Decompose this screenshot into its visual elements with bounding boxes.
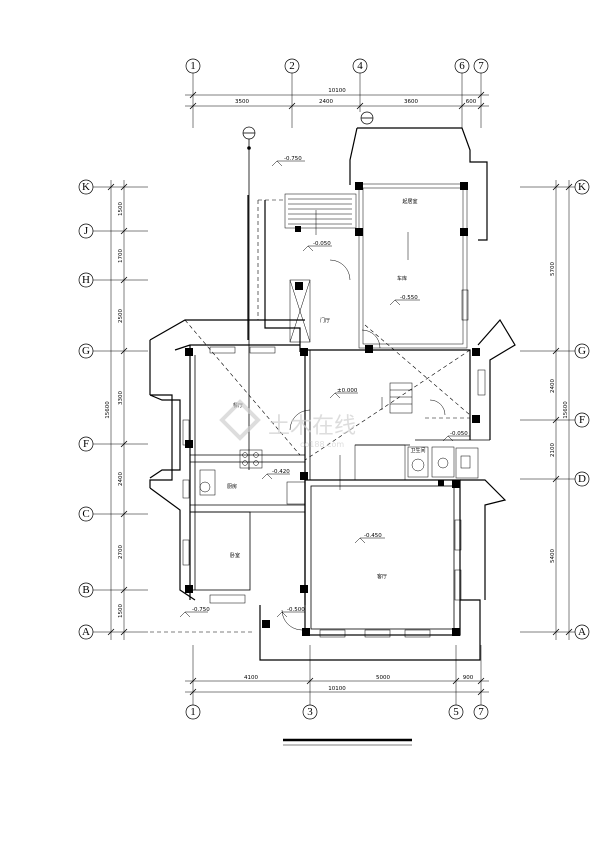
- dim-bottom-seg: 4100: [244, 675, 258, 681]
- section-markers: [242, 111, 374, 470]
- axis-bubble-left: G: [82, 345, 90, 357]
- axis-bubble-left: B: [82, 584, 89, 596]
- axis-bubble-bottom: 5: [453, 706, 459, 718]
- arrow-leaders: [315, 210, 409, 490]
- dim-right-seg: 5700: [550, 262, 556, 276]
- dim-bottom-seg: 900: [463, 675, 474, 681]
- watermark-text: 土木在线: [268, 414, 356, 439]
- axis-bubble-left: A: [82, 626, 90, 638]
- room-label: 车库: [397, 275, 407, 282]
- dim-right-seg: 2100: [550, 443, 556, 457]
- room-label: 厨房: [227, 483, 237, 490]
- dim-left-seg: 2500: [118, 309, 124, 323]
- left-axis-bubbles: K J H G F C B A: [78, 179, 94, 640]
- title-underline: [283, 738, 412, 746]
- right-dimension-line: 5700 2400 2100 5400 15600: [520, 180, 575, 640]
- right-axis-bubbles: K G F D A: [574, 179, 590, 640]
- axis-bubble-top: 2: [289, 60, 295, 72]
- left-dimension-line: 15600 1500 1700 2500 3300 2400 2700 1500: [93, 180, 148, 640]
- room-labels: 餐厅 厨房 客厅 卧室 门厅 车库 卫生间 起居室: [227, 198, 426, 580]
- dim-top-seg: 3500: [235, 99, 249, 105]
- dim-top-seg: 3600: [404, 99, 418, 105]
- dim-left-seg: 1500: [118, 604, 124, 618]
- dim-left-seg: 1500: [118, 202, 124, 216]
- bottom-dimension-line: 4100 5000 900 10100: [185, 645, 489, 705]
- stair-treads: [288, 198, 352, 225]
- axis-bubble-top: 6: [459, 60, 465, 72]
- axis-bubble-top: 7: [478, 60, 484, 72]
- axis-bubble-left: J: [84, 225, 89, 237]
- axis-bubble-bottom: 1: [190, 706, 196, 718]
- axis-bubble-top: 4: [357, 60, 363, 72]
- axis-bubble-left: H: [82, 274, 90, 286]
- overhead-dashed-lines: [150, 199, 471, 633]
- level-label: -0.750: [192, 607, 210, 613]
- axis-bubble-left: F: [83, 438, 89, 450]
- level-markers: -0.750 -0.050 -0.550 ±0.000 -0.050 -0.42…: [179, 156, 470, 618]
- dim-right-seg: 5400: [550, 549, 556, 563]
- room-label: 卧室: [230, 552, 240, 559]
- dim-left-seg: 1700: [118, 249, 124, 263]
- building-walls: [149, 127, 516, 661]
- bottom-axis-bubbles: 1 3 5 7: [185, 704, 489, 720]
- axis-bubble-right: K: [578, 181, 586, 193]
- room-label: 门厅: [320, 317, 330, 324]
- axis-bubble-bottom: 3: [307, 706, 313, 718]
- level-label: -0.550: [400, 295, 418, 301]
- room-label: 卫生间: [410, 447, 425, 454]
- axis-bubble-top: 1: [190, 60, 196, 72]
- dim-bottom-total: 10100: [328, 686, 346, 692]
- level-label: -0.750: [284, 156, 302, 162]
- dim-right-total: 15600: [563, 401, 569, 419]
- level-label: -0.450: [364, 533, 382, 539]
- watermark-logo: 土木在线 co188.com: [219, 399, 356, 449]
- level-label: ±0.000: [337, 388, 358, 394]
- level-label: -0.050: [450, 431, 468, 437]
- level-label: -0.420: [272, 469, 290, 475]
- dim-left-seg: 3300: [118, 391, 124, 405]
- structural-columns: [185, 182, 480, 636]
- axis-bubble-left: C: [82, 508, 89, 520]
- room-label: 客厅: [377, 573, 387, 580]
- level-label: -0.500: [287, 607, 305, 613]
- axis-bubble-right: A: [578, 626, 586, 638]
- axis-bubble-bottom: 7: [478, 706, 484, 718]
- dim-top-seg: 600: [466, 99, 477, 105]
- dim-right-seg: 2400: [550, 379, 556, 393]
- room-label: 起居室: [402, 198, 417, 205]
- axis-bubble-right: F: [579, 414, 585, 426]
- dim-left-seg: 2700: [118, 545, 124, 559]
- dim-left-total: 15600: [105, 401, 111, 419]
- top-dimension-line: 10100 3500 2400 3600 600: [185, 73, 489, 128]
- axis-bubble-right: G: [578, 345, 586, 357]
- dim-left-seg: 2400: [118, 472, 124, 486]
- dim-top-total: 10100: [328, 88, 346, 94]
- top-axis-bubbles: 1 2 4 6 7: [185, 58, 489, 74]
- level-label: -0.050: [313, 241, 331, 247]
- watermark-subtext: co188.com: [300, 440, 344, 449]
- dim-top-seg: 2400: [319, 99, 333, 105]
- dim-bottom-seg: 5000: [376, 675, 390, 681]
- axis-bubble-left: K: [82, 181, 90, 193]
- axis-bubble-right: D: [578, 473, 586, 485]
